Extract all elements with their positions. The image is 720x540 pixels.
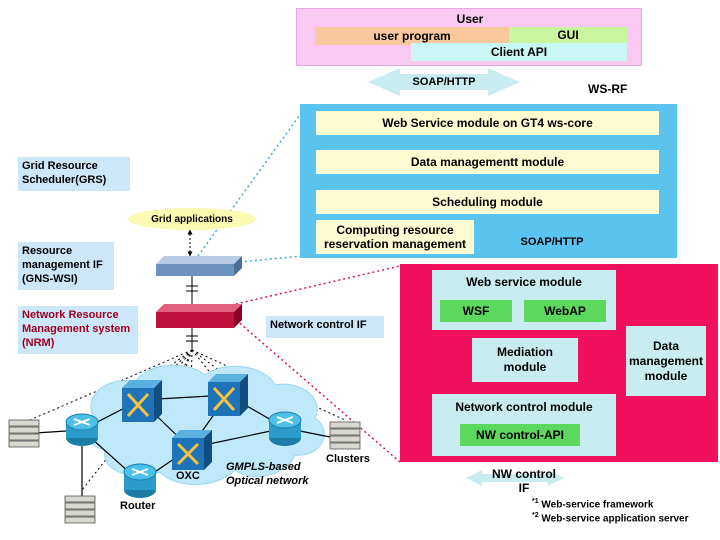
server-icon: [64, 494, 98, 528]
footnote-1-text: Web-service framework: [541, 499, 654, 511]
scheduling-module: Scheduling module: [316, 190, 659, 214]
nw-control-if-arrow: [466, 470, 564, 486]
client-api-box: Client API: [411, 43, 627, 61]
oxc-icon: [172, 430, 212, 470]
router-icon: [267, 410, 303, 448]
oxc-icon: [208, 374, 248, 416]
gmpls-label: GMPLS-based Optical network: [226, 461, 309, 487]
nrm-zoom-line-top: [235, 265, 401, 305]
ws-module-gt4: Web Service module on GT4 ws-core: [316, 111, 659, 135]
ws-rf-label: WS-RF: [588, 82, 628, 96]
clusters-label: Clusters: [326, 453, 371, 465]
grs-zoom-line-top: [197, 111, 303, 257]
network-control-module-label: Network control module: [455, 400, 593, 414]
router-label: Router: [120, 500, 156, 512]
grid-applications-ellipse: Grid applications: [128, 208, 256, 230]
user-box: User user program GUI Client API: [296, 8, 642, 66]
data-management-module-nrm: Data management module: [626, 326, 706, 396]
footnote-2-mark: *2: [532, 512, 539, 519]
network-control-module-box: Network control module NW control-API: [432, 394, 616, 456]
network-control-if-callout: Network control IF: [266, 316, 384, 338]
nw-control-if-label: NW control IF: [492, 467, 556, 495]
router-icon: [122, 462, 158, 500]
router-icon: [64, 412, 100, 448]
grs-server-box: [156, 256, 242, 276]
soap-http-top-arrow: [368, 68, 520, 96]
computing-resource-reservation: Computing resource reservation managemen…: [316, 220, 474, 254]
server-icon: [328, 420, 364, 454]
footnote-2-text: Web-service application server: [541, 513, 689, 525]
grs-callout: Grid Resource Scheduler(GRS): [18, 157, 130, 191]
soap-http-top-label: SOAP/HTTP: [412, 76, 476, 88]
gui-box: GUI: [509, 27, 627, 43]
wsf-box: WSF: [440, 300, 512, 322]
nrm-callout: Network Resource Management system (NRM): [18, 306, 138, 354]
oxc-icon: [122, 380, 162, 422]
resource-management-if-callout: Resource management IF (GNS-WSI): [18, 242, 114, 290]
grs-zoom-line-bottom: [239, 255, 303, 263]
data-management-module: Data managementt module: [316, 150, 659, 174]
nw-control-api-box: NW control-API: [460, 424, 580, 446]
web-service-module-box: Web service module WSF WebAP: [432, 270, 616, 330]
mediation-module: Mediation module: [472, 338, 578, 382]
nrm-server-box: [156, 304, 242, 328]
nrm-zoom-line-bottom: [235, 319, 401, 463]
web-service-module-label: Web service module: [466, 275, 582, 289]
oxc-label: OXC: [176, 470, 200, 482]
soap-http-mid-label: SOAP/HTTP: [520, 236, 584, 248]
server-icon: [8, 418, 42, 448]
footnote-2: *2 Web-service application server: [532, 512, 689, 524]
footnote-1-mark: *1: [532, 498, 539, 505]
footnote-1: *1 Web-service framework: [532, 498, 654, 510]
user-program-box: user program: [315, 27, 509, 45]
webap-box: WebAP: [524, 300, 606, 322]
user-title: User: [456, 12, 484, 26]
